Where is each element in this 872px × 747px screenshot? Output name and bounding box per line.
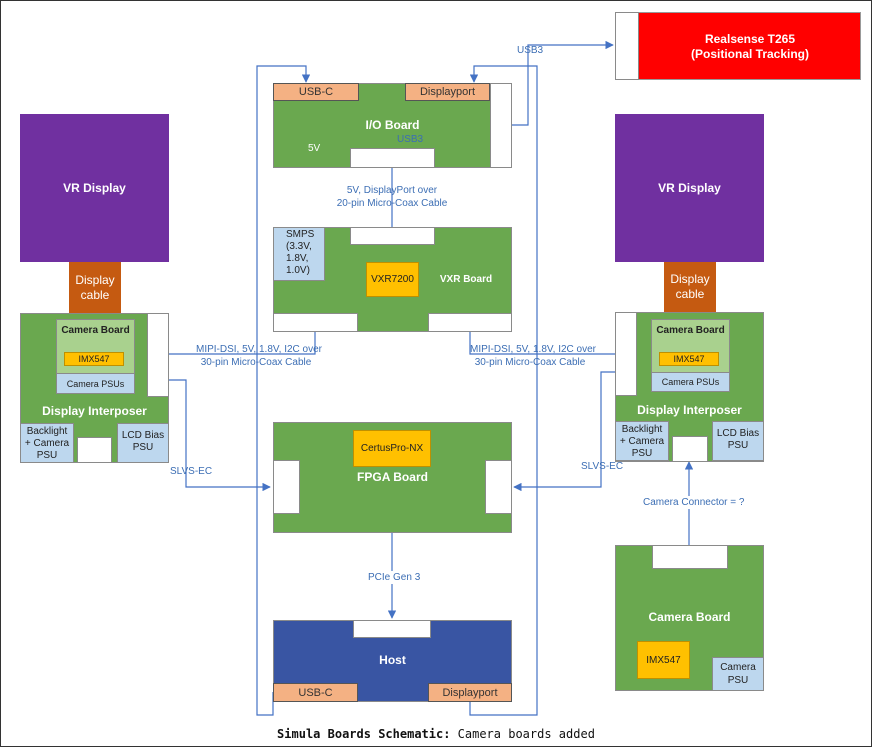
realsense-label: Realsense T265(Positional Tracking) [690, 32, 810, 61]
io-board-side-connector [490, 83, 512, 168]
host-usbc-port: USB-C [273, 683, 358, 702]
camera-board-right-title: Camera Board [656, 325, 725, 336]
realsense-box [615, 12, 861, 80]
interposer-right-bottom-connector [672, 436, 708, 462]
host-top-connector [353, 620, 431, 638]
vr-display-right: VR Display [615, 114, 764, 262]
display-cable-left: Display cable [69, 262, 121, 313]
pcie-label: PCIe Gen 3 [366, 571, 423, 584]
caption-rest: Camera boards added [450, 727, 595, 741]
interposer-right-side-connector [615, 312, 637, 396]
host-title: Host [379, 653, 406, 667]
usb3-top-label: USB3 [517, 45, 544, 56]
io-displayport-port: Displayport [405, 83, 490, 101]
imx547-left: IMX547 [64, 352, 124, 366]
vxr-right-connector [428, 313, 512, 332]
certuspro-chip: CertusPro-NX [353, 430, 431, 467]
caption: Simula Boards Schematic: Camera boards a… [0, 727, 872, 741]
interposer-left-title: Display Interposer [42, 404, 147, 418]
camera-psus-right: Camera PSUs [651, 372, 730, 392]
camera-connector-label: Camera Connector = ? [641, 496, 747, 509]
slvs-label-right: SLVS-EC [581, 461, 624, 472]
camera-board-standalone-title: Camera Board [648, 610, 731, 624]
io-5v-label: 5V [308, 143, 321, 154]
imx547-standalone: IMX547 [637, 641, 690, 679]
fpga-board-title: FPGA Board [357, 470, 428, 484]
io-board-bottom-connector [350, 148, 435, 168]
vxr7200-chip: VXR7200 [366, 262, 419, 297]
realsense-connector [615, 12, 639, 80]
fpga-left-connector [273, 460, 300, 514]
io-usbc-port: USB-C [273, 83, 359, 101]
vxr-left-connector [273, 313, 358, 332]
slvs-label-left: SLVS-EC [170, 466, 213, 477]
interposer-left-side-connector [147, 313, 169, 397]
vxr-top-connector [350, 227, 435, 245]
host-displayport-port: Displayport [428, 683, 512, 702]
imx547-right: IMX547 [659, 352, 719, 366]
io-board-title: I/O Board [365, 118, 420, 132]
interposer-right-title: Display Interposer [637, 403, 742, 417]
vxr-smps: SMPS(3.3V,1.8V,1.0V) [273, 227, 325, 281]
camera-board-left-title: Camera Board [61, 325, 130, 336]
caption-bold: Simula Boards Schematic: [277, 727, 451, 741]
camera-psus-left: Camera PSUs [56, 373, 135, 394]
io-usb3-label: USB3 [397, 134, 424, 145]
vxr-board-title: VXR Board [439, 274, 493, 285]
camera-board-standalone-connector [652, 545, 728, 569]
vr-display-left: VR Display [20, 114, 169, 262]
fpga-right-connector [485, 460, 512, 514]
display-cable-right: Display cable [664, 262, 716, 312]
interposer-left-bottom-connector [77, 437, 112, 463]
